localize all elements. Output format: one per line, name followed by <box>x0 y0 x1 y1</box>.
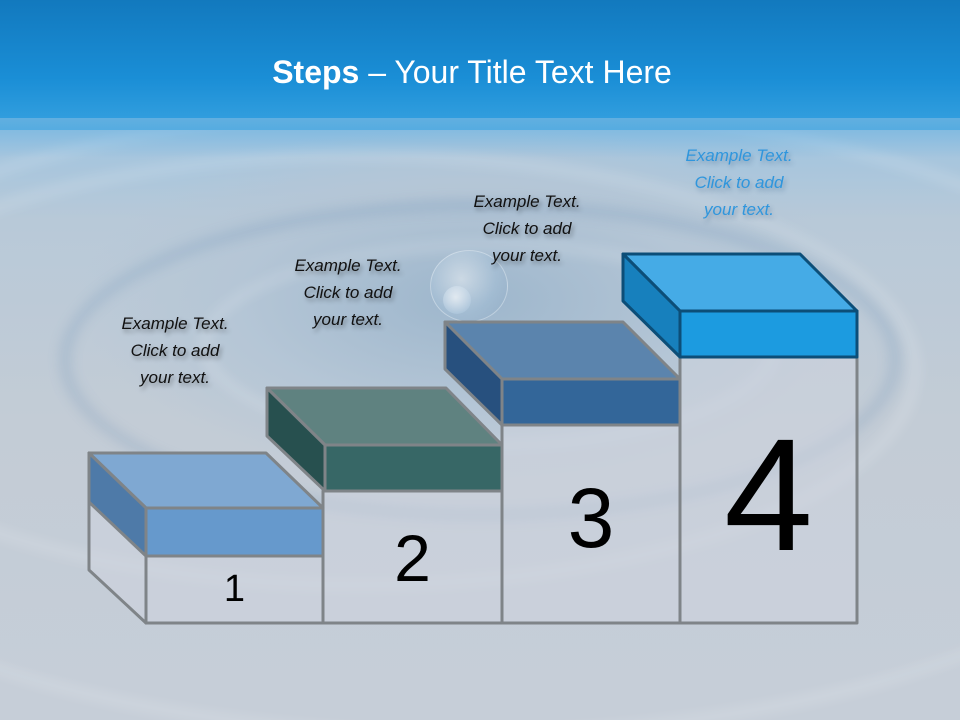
step-4-label-line1: Example Text. <box>685 146 793 165</box>
step-1-front <box>144 506 325 558</box>
step-2-number: 2 <box>394 521 431 595</box>
step-1-label[interactable]: Example Text. Click to add your text. <box>85 310 265 391</box>
step-3-front <box>500 377 682 427</box>
step-3-label-line2: Click to add <box>482 219 572 238</box>
step-2-label-line3: your text. <box>313 310 383 329</box>
step-2-block[interactable] <box>265 386 504 493</box>
step-1-column <box>144 554 325 625</box>
step-1-block[interactable] <box>87 451 325 558</box>
step-3-label-line3: your text. <box>492 246 562 265</box>
title-bar-fade <box>0 118 960 158</box>
step-2-label-line2: Click to add <box>303 283 393 302</box>
step-4-block[interactable] <box>621 252 859 359</box>
water-drop-image <box>430 250 508 322</box>
step-4-label-line2: Click to add <box>694 173 784 192</box>
water-drop-highlight <box>443 286 471 314</box>
step-4-label[interactable]: Example Text. Click to add your text. <box>649 142 829 223</box>
step-3-block[interactable] <box>443 320 682 427</box>
step-1-number: 1 <box>223 568 246 610</box>
step-2-label[interactable]: Example Text. Click to add your text. <box>258 252 438 333</box>
step-4-number: 4 <box>724 405 813 584</box>
step-3-label-line1: Example Text. <box>473 192 581 211</box>
step-2-label-line1: Example Text. <box>294 256 402 275</box>
step-4-label-line3: your text. <box>704 200 774 219</box>
step-1-label-line3: your text. <box>140 368 210 387</box>
step-3-label[interactable]: Example Text. Click to add your text. <box>437 188 617 269</box>
step-3-number: 3 <box>567 471 615 565</box>
title-bar <box>0 0 960 130</box>
step-4-column <box>678 355 859 625</box>
step-4-front <box>678 309 859 359</box>
step-1-label-line2: Click to add <box>130 341 220 360</box>
step-1-label-line1: Example Text. <box>121 314 229 333</box>
step-3-column <box>500 423 682 625</box>
slide-title[interactable]: Steps – Your Title Text Here <box>0 54 944 91</box>
title-text: – Your Title Text Here <box>359 54 672 90</box>
step-2-front <box>323 443 504 493</box>
title-bold: Steps <box>272 54 360 90</box>
